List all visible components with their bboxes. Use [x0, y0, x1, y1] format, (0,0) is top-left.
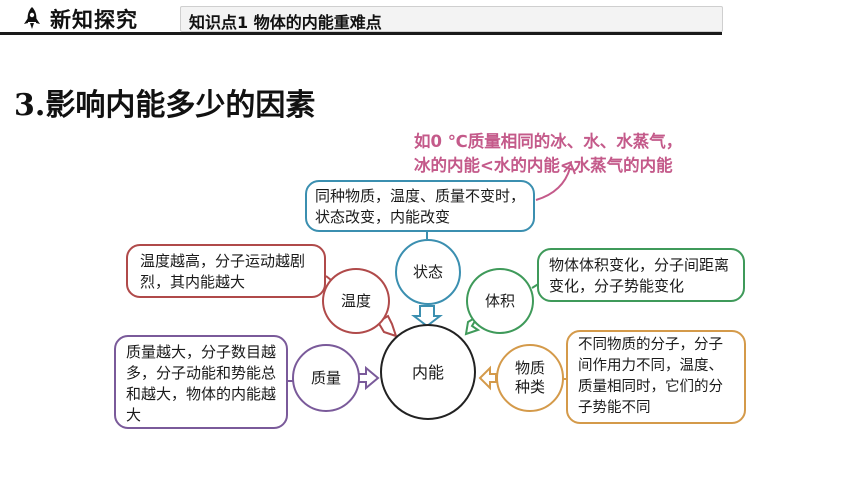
mass-description: 质量越大，分子数目越多，分子动能和势能总和越大，物体的内能越大 [126, 343, 277, 424]
temperature-description: 温度越高，分子运动越剧烈，其内能越大 [140, 252, 306, 291]
material-node: 物质 种类 [496, 344, 564, 412]
state-arrow [411, 305, 443, 328]
page-heading: 3.影响内能多少的因素 [14, 88, 316, 123]
volume-description-box: 物体体积变化，分子间距离变化，分子势能变化 [537, 248, 745, 302]
topic-tab: 知识点1 物体的内能重难点 [180, 6, 723, 32]
section-title: 新知探究 [50, 8, 138, 32]
state-label: 状态 [412, 262, 443, 281]
topic-tab-label: 知识点1 物体的内能重难点 [189, 13, 382, 32]
state-node: 状态 [395, 239, 461, 305]
volume-label: 体积 [484, 291, 515, 310]
center-node: 内能 [380, 324, 476, 420]
annotation-line-2: 冰的内能<水的内能<水蒸气的内能 [414, 156, 673, 175]
material-label-line-1: 物质 [514, 359, 545, 377]
material-label-line-2: 种类 [514, 378, 545, 396]
center-label: 内能 [411, 362, 444, 382]
mass-description-box: 质量越大，分子数目越多，分子动能和势能总和越大，物体的内能越大 [114, 335, 288, 429]
header-divider [0, 32, 722, 35]
state-description-box: 同种物质，温度、质量不变时，状态改变，内能改变 [305, 180, 535, 232]
mass-node: 质量 [292, 344, 360, 412]
temperature-description-box: 温度越高，分子运动越剧烈，其内能越大 [126, 244, 326, 298]
material-arrow [478, 365, 497, 391]
material-description-box: 不同物质的分子，分子间作用力不同，温度、质量相同时，它们的分子势能不同 [566, 330, 746, 424]
temperature-label: 温度 [340, 291, 371, 310]
volume-description: 物体体积变化，分子间距离变化，分子势能变化 [549, 256, 730, 295]
mass-arrow [357, 365, 380, 391]
rocket-icon [24, 7, 40, 29]
annotation-arrow [535, 167, 571, 201]
temperature-node: 温度 [322, 268, 390, 334]
mass-label: 质量 [310, 368, 341, 387]
material-description: 不同物质的分子，分子间作用力不同，温度、质量相同时，它们的分子势能不同 [578, 337, 723, 416]
annotation-line-1: 如0 ℃质量相同的冰、水、水蒸气， [414, 132, 683, 151]
volume-node: 体积 [466, 268, 534, 334]
annotation-note: 如0 ℃质量相同的冰、水、水蒸气， 冰的内能<水的内能<水蒸气的内能 [414, 130, 682, 178]
state-description: 同种物质，温度、质量不变时，状态改变，内能改变 [315, 187, 526, 226]
